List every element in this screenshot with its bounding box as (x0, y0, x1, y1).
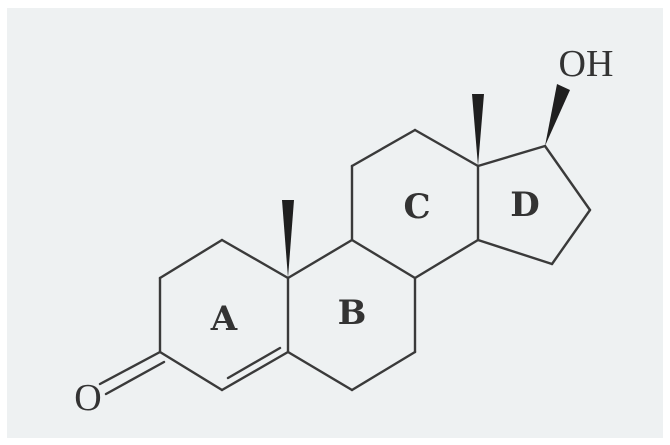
ring-label-d: D (510, 185, 539, 225)
ring-d-bonds (476, 144, 592, 266)
hydroxyl-label: OH (559, 43, 614, 85)
ring-c-bonds (350, 128, 480, 280)
ring-b-bonds (286, 238, 417, 392)
methyl-wedge-c10 (282, 200, 294, 278)
methyl-wedge-c13 (472, 94, 484, 166)
ring-label-c: C (403, 187, 430, 227)
ketone-oxygen-label: O (74, 377, 101, 419)
hydroxyl-wedge (545, 84, 570, 146)
ring-label-a: A (210, 299, 238, 339)
ring-label-b: B (338, 293, 367, 333)
ketone-bond (98, 350, 166, 396)
ring-a-bonds (158, 238, 290, 392)
diagram-panel (7, 8, 663, 438)
